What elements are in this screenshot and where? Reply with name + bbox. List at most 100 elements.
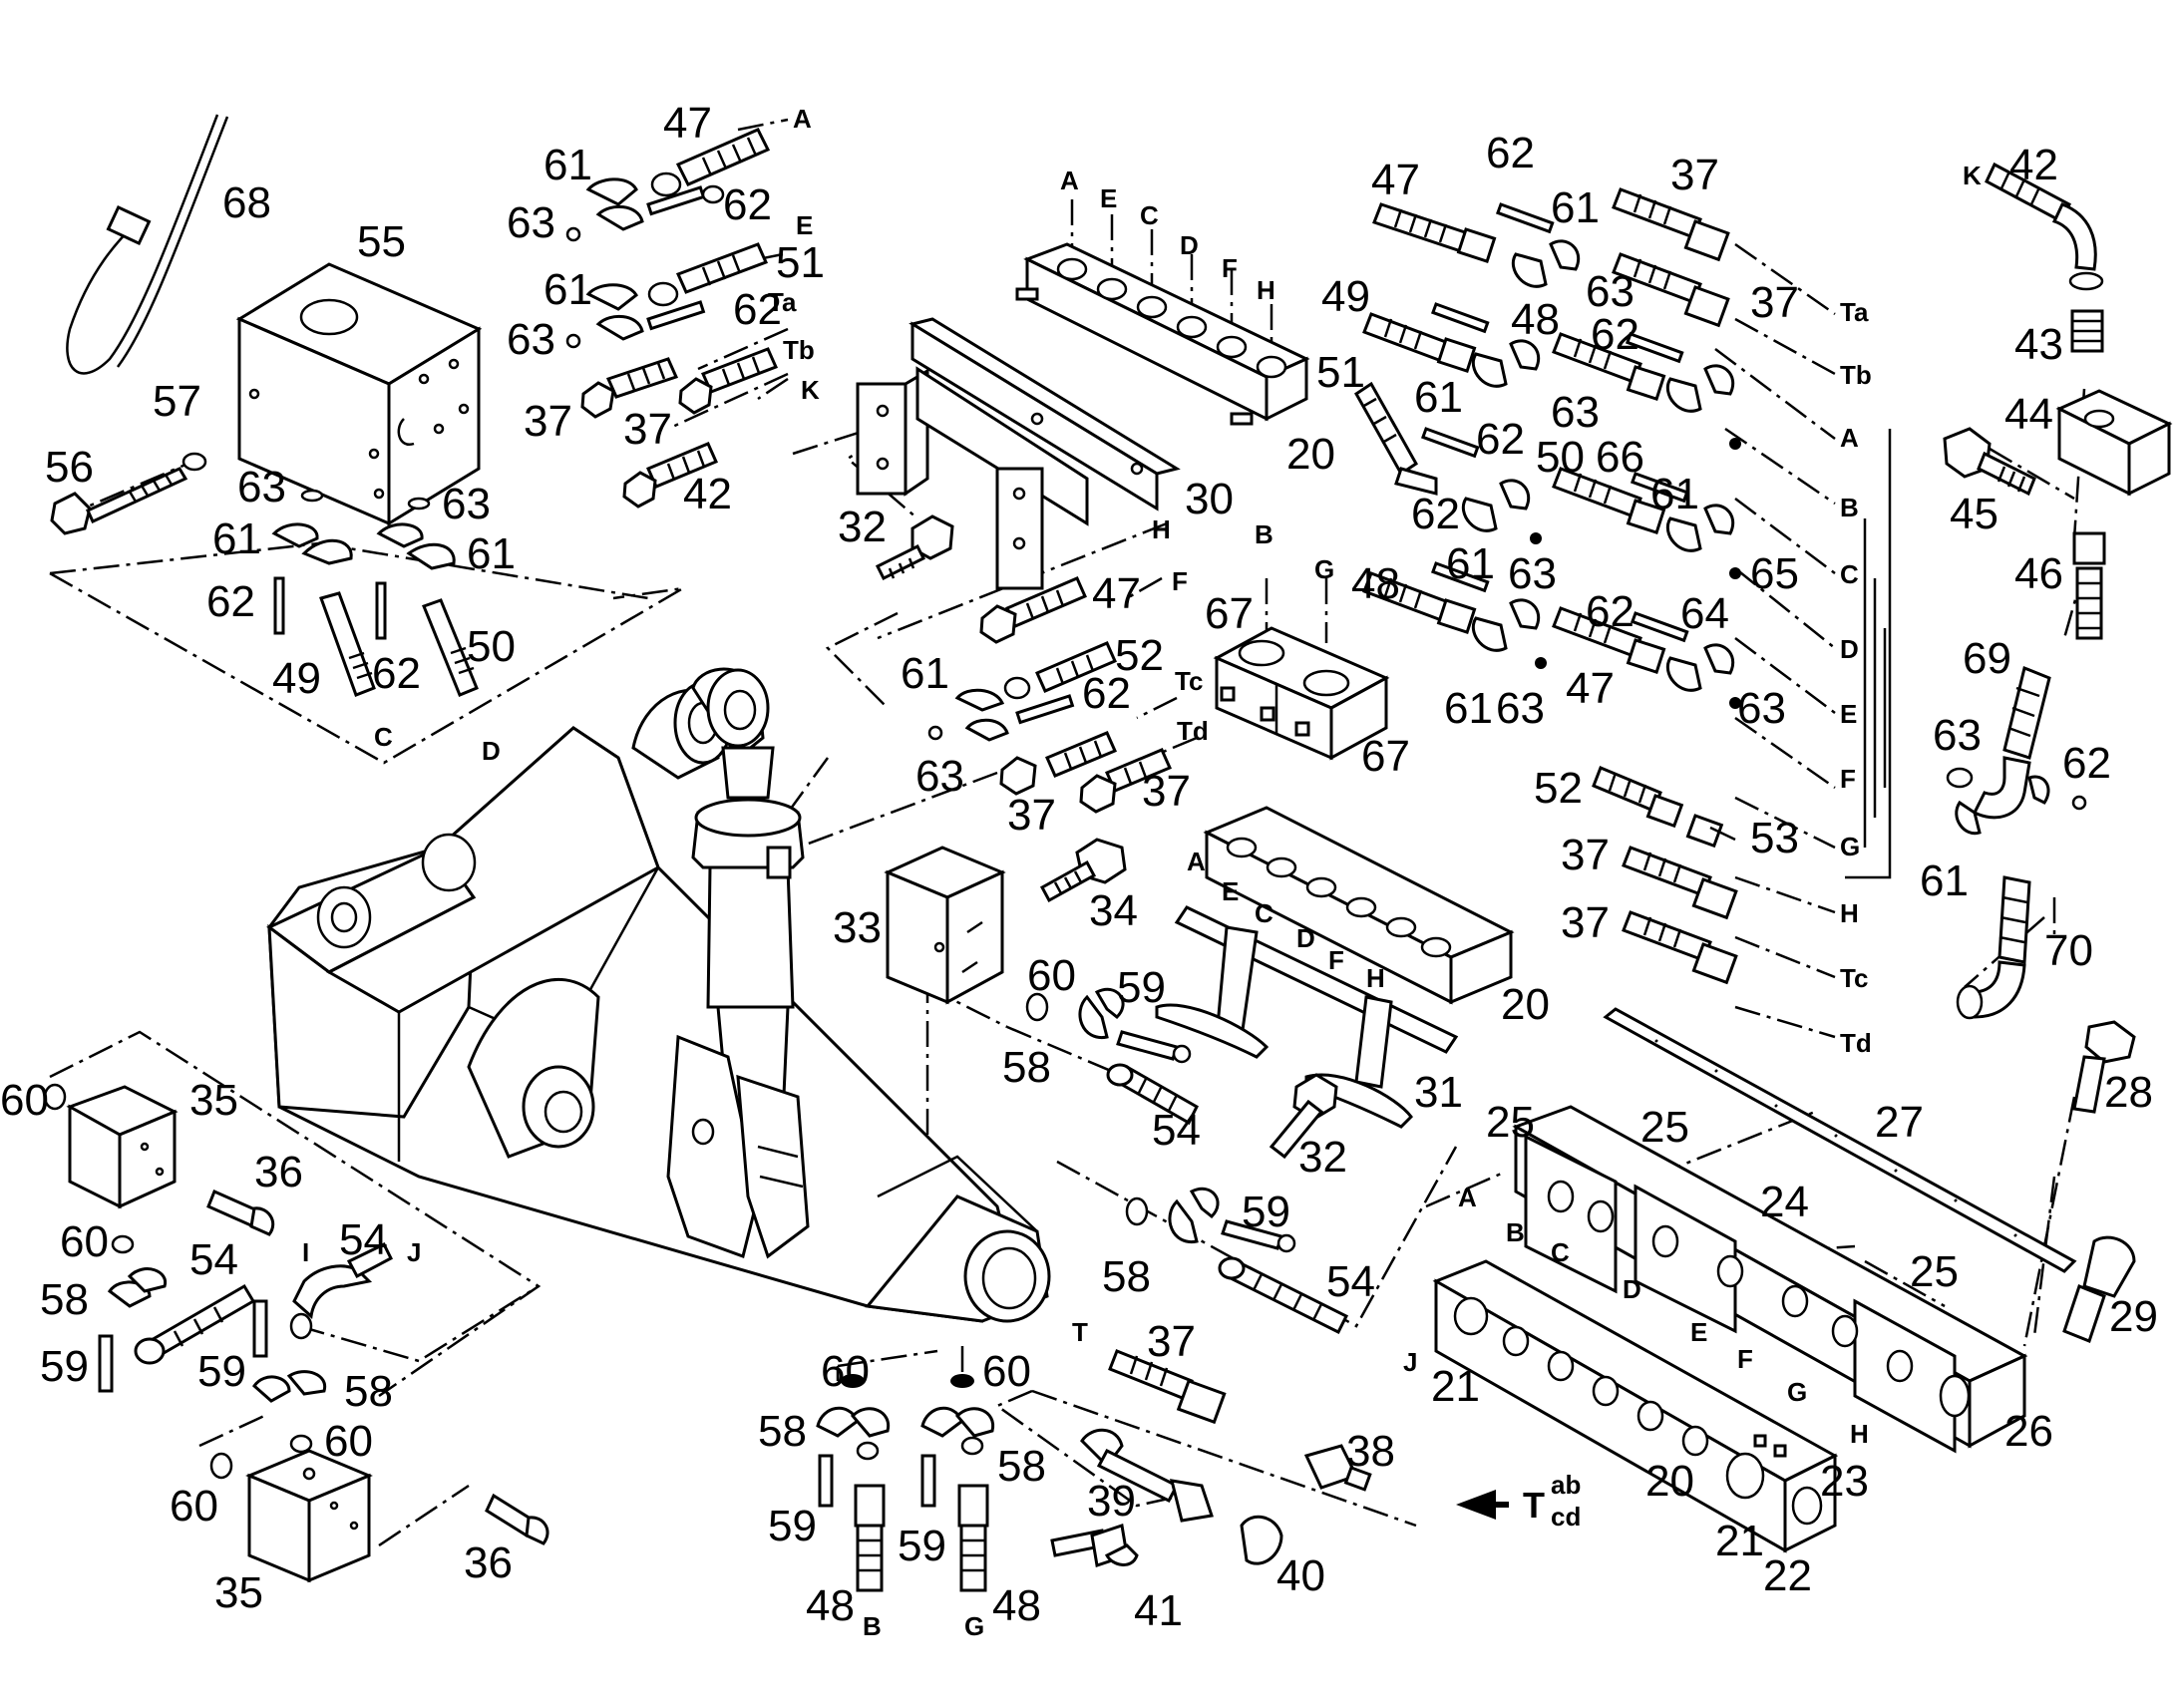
callout-label: 38 bbox=[1346, 1427, 1395, 1476]
callout-label: 60 bbox=[324, 1417, 373, 1466]
callout-label: 61 bbox=[212, 514, 261, 563]
callout-label: 37 bbox=[1561, 831, 1610, 879]
line-letter: H bbox=[1257, 275, 1275, 305]
line-letter: A bbox=[1840, 423, 1859, 453]
line-letter: E bbox=[1840, 699, 1857, 729]
callout-label: 62 bbox=[1082, 669, 1131, 718]
callout-label: 58 bbox=[1102, 1252, 1151, 1301]
callout-label: 32 bbox=[1298, 1133, 1347, 1182]
fitting-group-bottom-center bbox=[816, 1374, 995, 1592]
line-letter: E bbox=[1100, 183, 1117, 213]
line-letter: F bbox=[1737, 1344, 1753, 1374]
callout-label: 59 bbox=[768, 1502, 817, 1550]
callout-label: 61 bbox=[1446, 539, 1495, 588]
callout-label: 58 bbox=[40, 1275, 89, 1324]
callout-label: 63 bbox=[507, 198, 555, 247]
callout-label: 58 bbox=[758, 1407, 807, 1456]
callout-label: 60 bbox=[60, 1217, 109, 1266]
callout-label: 62 bbox=[1476, 415, 1525, 464]
callout-label: 63 bbox=[1496, 684, 1545, 733]
callout-label: 62 bbox=[733, 285, 782, 334]
callout-label: 63 bbox=[1737, 684, 1786, 733]
line-letter: B bbox=[863, 1611, 882, 1641]
callout-label: 63 bbox=[507, 315, 555, 364]
callout-labels: 68 55 57 56 63 63 61 61 62 62 49 50 61 4… bbox=[0, 99, 2158, 1635]
direction-arrow-t: T ab cd bbox=[1456, 1470, 1581, 1532]
bolt-34 bbox=[1039, 838, 1127, 903]
callout-label: 63 bbox=[442, 480, 491, 528]
line-letter: Tb bbox=[783, 335, 815, 365]
callout-label: 63 bbox=[1551, 388, 1600, 437]
line-letter: F bbox=[1328, 945, 1344, 975]
callout-label: 63 bbox=[1508, 549, 1557, 598]
line-letter: C bbox=[1840, 559, 1859, 589]
callout-label: 22 bbox=[1763, 1551, 1812, 1600]
callout-label: 23 bbox=[1820, 1457, 1869, 1506]
callout-label: 42 bbox=[2009, 141, 2058, 189]
callout-label: 66 bbox=[1596, 433, 1644, 482]
line-letter: Ta bbox=[1840, 297, 1869, 327]
line-letter: J bbox=[1403, 1347, 1417, 1377]
callout-label: 27 bbox=[1875, 1098, 1924, 1147]
line-letter: D bbox=[482, 736, 501, 766]
callout-label: 62 bbox=[1486, 129, 1535, 177]
callout-label: 25 bbox=[1910, 1247, 1959, 1296]
callout-label: 58 bbox=[997, 1442, 1046, 1491]
arrow-label-t: T bbox=[1523, 1485, 1545, 1526]
callout-label: 60 bbox=[821, 1347, 870, 1396]
line-letter: Tc bbox=[1175, 666, 1203, 696]
callout-label: 57 bbox=[153, 377, 201, 426]
callout-label: 68 bbox=[222, 178, 271, 227]
line-letter: D bbox=[1623, 1274, 1641, 1304]
callout-label: 60 bbox=[170, 1482, 218, 1531]
fitting-group-top-left bbox=[565, 128, 779, 509]
callout-label: 41 bbox=[1134, 1586, 1183, 1635]
callout-label: 45 bbox=[1950, 490, 1998, 538]
valve-block-35-upper bbox=[43, 1083, 179, 1209]
callout-label: 54 bbox=[189, 1235, 238, 1284]
callout-label: 20 bbox=[1501, 980, 1550, 1029]
callout-label: 54 bbox=[1326, 1257, 1375, 1306]
callout-label: 20 bbox=[1286, 430, 1335, 479]
callout-label: 62 bbox=[723, 180, 772, 229]
callout-label: 49 bbox=[272, 654, 321, 703]
line-letter: G bbox=[1840, 832, 1860, 861]
line-letter: I bbox=[302, 1237, 309, 1267]
line-letter: K bbox=[801, 375, 820, 405]
flange-set-left bbox=[271, 489, 479, 697]
callout-label: 61 bbox=[544, 141, 592, 189]
callout-label: 62 bbox=[1586, 587, 1635, 636]
callout-label: 59 bbox=[1117, 963, 1166, 1012]
callout-label: 34 bbox=[1089, 886, 1138, 935]
callout-label: 52 bbox=[1115, 631, 1164, 680]
callout-label: 30 bbox=[1185, 475, 1234, 523]
line-letter: H bbox=[1850, 1419, 1869, 1449]
callout-label: 39 bbox=[1087, 1477, 1136, 1526]
bracket-31 bbox=[1155, 905, 1459, 1129]
callout-label: 20 bbox=[1645, 1457, 1694, 1506]
line-letter: D bbox=[1840, 634, 1859, 664]
line-letter: A bbox=[1458, 1183, 1477, 1212]
callout-label: 60 bbox=[0, 1076, 49, 1125]
valve-block-35-lower bbox=[209, 1434, 373, 1583]
manifold-20-mid bbox=[1203, 806, 1515, 1005]
callout-label: 37 bbox=[1147, 1317, 1196, 1366]
callout-label: 47 bbox=[1371, 156, 1420, 204]
callout-label: 61 bbox=[901, 649, 949, 698]
callout-label: 47 bbox=[1566, 664, 1615, 713]
callout-label: 21 bbox=[1431, 1362, 1480, 1411]
line-letter: F bbox=[1222, 253, 1238, 283]
manifold-24-25 bbox=[1512, 1105, 2028, 1454]
line-letter: A bbox=[1187, 847, 1206, 876]
callout-label: 43 bbox=[2014, 320, 2063, 369]
callout-label: 62 bbox=[1411, 490, 1460, 538]
callout-label: 60 bbox=[982, 1347, 1031, 1396]
bolt-36-upper bbox=[206, 1189, 275, 1236]
callout-label: 50 bbox=[467, 622, 516, 671]
callout-label: 36 bbox=[254, 1148, 303, 1196]
callout-label: 64 bbox=[1680, 589, 1729, 638]
line-letter: B bbox=[1255, 519, 1273, 549]
line-letter: C bbox=[1255, 898, 1273, 928]
line-letter: B bbox=[1840, 493, 1859, 522]
callout-label: 61 bbox=[467, 529, 516, 578]
